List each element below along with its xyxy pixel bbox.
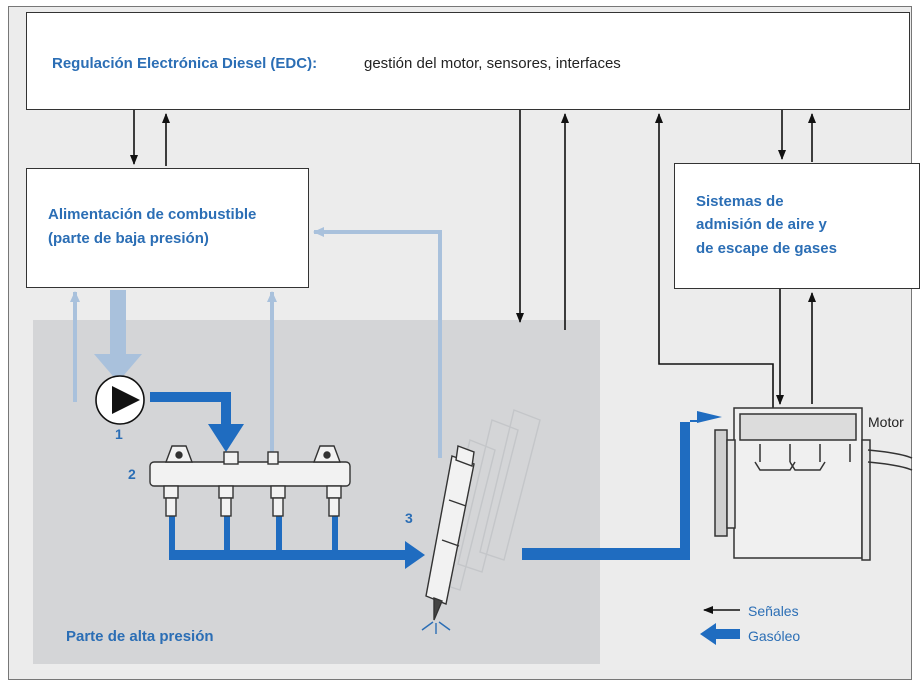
fuel-pump-to-rail — [150, 392, 244, 452]
fuel-supply-box — [26, 168, 309, 288]
high-pressure-label: Parte de alta presión — [66, 628, 214, 645]
legend-fuel-label: Gasóleo — [748, 628, 801, 644]
injection-spray-icon — [421, 621, 451, 634]
injector-icon — [425, 445, 475, 621]
edc-description: gestión del motor, sensores, interfaces — [364, 55, 621, 72]
signal-motor-to-edc — [655, 113, 774, 408]
air-systems-box — [674, 163, 920, 289]
fuel-rail-to-injector — [169, 541, 425, 569]
signal-lines — [130, 110, 816, 408]
fuel-supply-label-line2: (parte de baja presión) — [48, 230, 209, 247]
engine-label: Motor — [868, 414, 904, 430]
pump-number-label: 1 — [115, 426, 123, 442]
fuel-flow — [150, 392, 722, 569]
supply-arrow — [94, 290, 142, 382]
engine-icon — [714, 407, 913, 561]
common-rail-icon — [149, 445, 351, 517]
legend-fuel-arrow — [700, 623, 740, 645]
air-systems-label-line1: Sistemas de — [696, 193, 784, 210]
low-pressure-lines — [70, 227, 442, 458]
return-line-injector — [313, 227, 442, 458]
injector-number-label: 3 — [405, 510, 413, 526]
fuel-to-motor — [522, 411, 722, 560]
edc-box — [26, 12, 910, 110]
fuel-supply-label-line1: Alimentación de combustible — [48, 206, 257, 223]
edc-title: Regulación Electrónica Diesel (EDC): — [52, 55, 318, 72]
rail-number-label: 2 — [128, 466, 136, 482]
air-systems-label-line3: de escape de gases — [696, 240, 837, 257]
legend-signals-label: Señales — [748, 603, 799, 619]
high-pressure-pump-icon — [95, 375, 145, 425]
air-systems-label-line2: admisión de aire y — [696, 216, 827, 233]
